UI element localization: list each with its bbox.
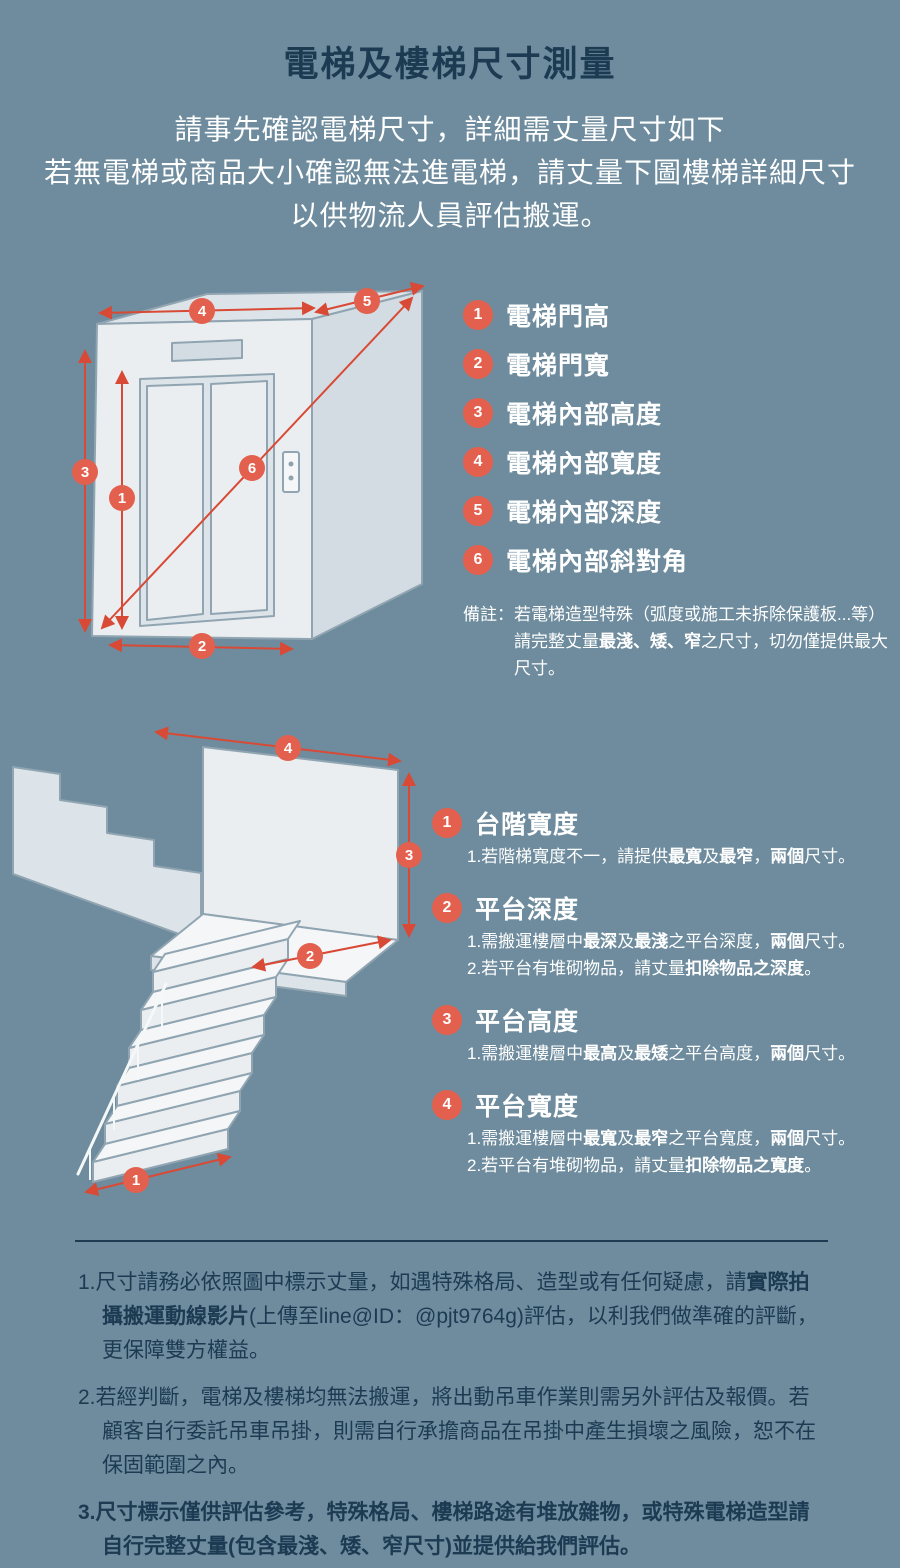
stairs-measure-2-badge: 2 xyxy=(297,943,323,969)
intro-line-1: 請事先確認電梯尺寸，詳細需丈量尺寸如下 xyxy=(174,114,726,145)
legend-label: 電梯內部斜對角 xyxy=(506,548,689,576)
elevator-legend: 1 電梯門高 2 電梯門寬 3 電梯內部高度 4 電梯內部寬度 5 電梯內部深度… xyxy=(463,300,888,682)
stairs-drawing: 4 3 2 1 xyxy=(12,726,422,1196)
elevator-legend-item-4: 4 電梯內部寬度 xyxy=(463,447,888,478)
note-prefix: 備註： xyxy=(463,605,514,624)
elevator-floor-display xyxy=(171,339,243,362)
stairs-illustration: 4 3 2 1 xyxy=(8,712,438,1212)
stairs-measure-badges: 4 3 2 1 xyxy=(123,735,422,1193)
svg-text:6: 6 xyxy=(248,460,256,477)
elevator-measure-5-badge: 5 xyxy=(354,288,380,314)
stairs-legend-item-4: 4 平台寬度 1.需搬運樓層中最寬及最窄之平台寬度，兩個尺寸。 2.若平台有堆砌… xyxy=(432,1090,888,1178)
footer-note-2: 2.若經判斷，電梯及樓梯均無法搬運，將出動吊車作業則需另外評估及報價。若顧客自行… xyxy=(78,1386,816,1477)
elevator-measure-2-badge: 2 xyxy=(189,633,215,659)
lower-flight xyxy=(92,920,301,1183)
stairs-legend-item-2: 2 平台深度 1.需搬運樓層中最深及最淺之平台深度，兩個尺寸。 2.若平台有堆砌… xyxy=(432,893,888,981)
legend-label: 電梯內部高度 xyxy=(506,401,663,429)
stair-detail-line: 1.需搬運樓層中最深及最淺之平台深度，兩個尺寸。 xyxy=(467,932,856,951)
svg-text:4: 4 xyxy=(198,303,207,320)
stair-title: 平台深度 xyxy=(475,896,580,924)
number-badge: 3 xyxy=(432,1005,462,1035)
intro-text: 請事先確認電梯尺寸，詳細需丈量尺寸如下 若無電梯或商品大小確認無法進電梯，請丈量… xyxy=(0,108,900,237)
footer-note-3: 3.尺寸標示僅供評估參考，特殊格局、樓梯路途有堆放雜物，或特殊電梯造型請自行完整… xyxy=(78,1501,810,1558)
landing-wall xyxy=(202,746,399,941)
number-badge: 6 xyxy=(463,545,493,575)
elevator-legend-item-6: 6 電梯內部斜對角 xyxy=(463,545,888,576)
stairs-measure-1-badge: 1 xyxy=(123,1167,149,1193)
svg-text:3: 3 xyxy=(81,464,89,481)
svg-text:4: 4 xyxy=(284,740,293,757)
stair-title: 台階寬度 xyxy=(475,811,580,839)
svg-text:1: 1 xyxy=(118,490,126,507)
number-badge: 2 xyxy=(432,893,462,923)
elevator-illustration: 4 5 3 1 6 xyxy=(62,276,447,661)
svg-text:2: 2 xyxy=(306,948,314,965)
elevator-legend-item-3: 3 電梯內部高度 xyxy=(463,398,888,429)
measure-line-step-width xyxy=(84,1153,232,1196)
stairs-structure xyxy=(12,746,399,1183)
divider-line xyxy=(75,1240,828,1242)
svg-text:2: 2 xyxy=(198,638,206,655)
elevator-note: 備註： 若電梯造型特殊（弧度或施工未拆除保護板...等）請完整丈量最淺、矮、窄之… xyxy=(463,601,888,682)
footer-notes: 1.尺寸請務必依照圖中標示丈量，如遇特殊格局、造型或有任何疑慮，請實際拍攝搬運動… xyxy=(78,1266,830,1568)
number-badge: 2 xyxy=(463,349,493,379)
stairs-legend-item-1: 1 台階寬度 1.若階梯寬度不一，請提供最寬及最窄，兩個尺寸。 xyxy=(432,808,888,869)
stair-detail-line: 2.若平台有堆砌物品，請丈量扣除物品之寬度。 xyxy=(467,1156,822,1175)
svg-text:1: 1 xyxy=(132,1172,140,1189)
stair-title: 平台高度 xyxy=(475,1008,580,1036)
elevator-measure-4-badge: 4 xyxy=(189,298,215,324)
stair-details: 1.需搬運樓層中最寬及最窄之平台寬度，兩個尺寸。 2.若平台有堆砌物品，請丈量扣… xyxy=(432,1127,888,1178)
legend-label: 電梯內部寬度 xyxy=(506,450,663,478)
stair-heading: 1 台階寬度 xyxy=(432,808,888,839)
stair-title: 平台寬度 xyxy=(475,1093,580,1121)
stair-detail-line: 2.若平台有堆砌物品，請丈量扣除物品之深度。 xyxy=(467,959,822,978)
stair-detail-line: 1.需搬運樓層中最高及最矮之平台高度，兩個尺寸。 xyxy=(467,1044,856,1063)
stair-details: 1.需搬運樓層中最高及最矮之平台高度，兩個尺寸。 xyxy=(432,1042,888,1066)
elevator-measure-badges: 4 5 3 1 6 xyxy=(72,288,380,659)
stairs-legend: 1 台階寬度 1.若階梯寬度不一，請提供最寬及最窄，兩個尺寸。 2 平台深度 1… xyxy=(432,808,888,1202)
elevator-measure-1-badge: 1 xyxy=(109,485,135,511)
stair-detail-line: 1.若階梯寬度不一，請提供最寬及最窄，兩個尺寸。 xyxy=(467,847,856,866)
elevator-drawing: 4 5 3 1 6 xyxy=(72,282,425,659)
legend-label: 電梯門寬 xyxy=(506,352,611,380)
upper-flight xyxy=(12,766,202,943)
stairs-measure-3-badge: 3 xyxy=(396,842,422,868)
number-badge: 4 xyxy=(432,1090,462,1120)
stair-heading: 2 平台深度 xyxy=(432,893,888,924)
elevator-door-left xyxy=(146,383,204,621)
elevator-measure-3-badge: 3 xyxy=(72,459,98,485)
stairs-legend-item-3: 3 平台高度 1.需搬運樓層中最高及最矮之平台高度，兩個尺寸。 xyxy=(432,1005,888,1066)
number-badge: 4 xyxy=(463,447,493,477)
elevator-measure-6-badge: 6 xyxy=(239,455,265,481)
elevator-control-panel xyxy=(282,451,300,493)
intro-line-3: 以供物流人員評估搬運。 xyxy=(290,200,610,231)
legend-label: 電梯內部深度 xyxy=(506,499,663,527)
elevator-legend-item-5: 5 電梯內部深度 xyxy=(463,496,888,527)
number-badge: 5 xyxy=(463,496,493,526)
legend-label: 電梯門高 xyxy=(506,303,611,331)
stair-details: 1.需搬運樓層中最深及最淺之平台深度，兩個尺寸。 2.若平台有堆砌物品，請丈量扣… xyxy=(432,930,888,981)
intro-line-2: 若無電梯或商品大小確認無法進電梯，請丈量下圖樓梯詳細尺寸 xyxy=(43,157,856,188)
stairs-measure-4-badge: 4 xyxy=(275,735,301,761)
stair-details: 1.若階梯寬度不一，請提供最寬及最窄，兩個尺寸。 xyxy=(432,845,888,869)
number-badge: 1 xyxy=(463,300,493,330)
elevator-door-right xyxy=(210,380,268,615)
number-badge: 1 xyxy=(432,808,462,838)
elevator-legend-item-1: 1 電梯門高 xyxy=(463,300,888,331)
elevator-legend-item-2: 2 電梯門寬 xyxy=(463,349,888,380)
page-title: 電梯及樓梯尺寸測量 xyxy=(283,45,617,84)
stair-heading: 4 平台寬度 xyxy=(432,1090,888,1121)
stair-heading: 3 平台高度 xyxy=(432,1005,888,1036)
footer-note-1: 1.尺寸請務必依照圖中標示丈量，如遇特殊格局、造型或有任何疑慮，請實際拍攝搬運動… xyxy=(78,1271,818,1362)
svg-text:3: 3 xyxy=(405,847,413,864)
note-body: 若電梯造型特殊（弧度或施工未拆除保護板...等）請完整丈量最淺、矮、窄之尺寸，切… xyxy=(514,605,888,678)
number-badge: 3 xyxy=(463,398,493,428)
svg-text:5: 5 xyxy=(363,293,371,310)
stair-detail-line: 1.需搬運樓層中最寬及最窄之平台寬度，兩個尺寸。 xyxy=(467,1129,856,1148)
